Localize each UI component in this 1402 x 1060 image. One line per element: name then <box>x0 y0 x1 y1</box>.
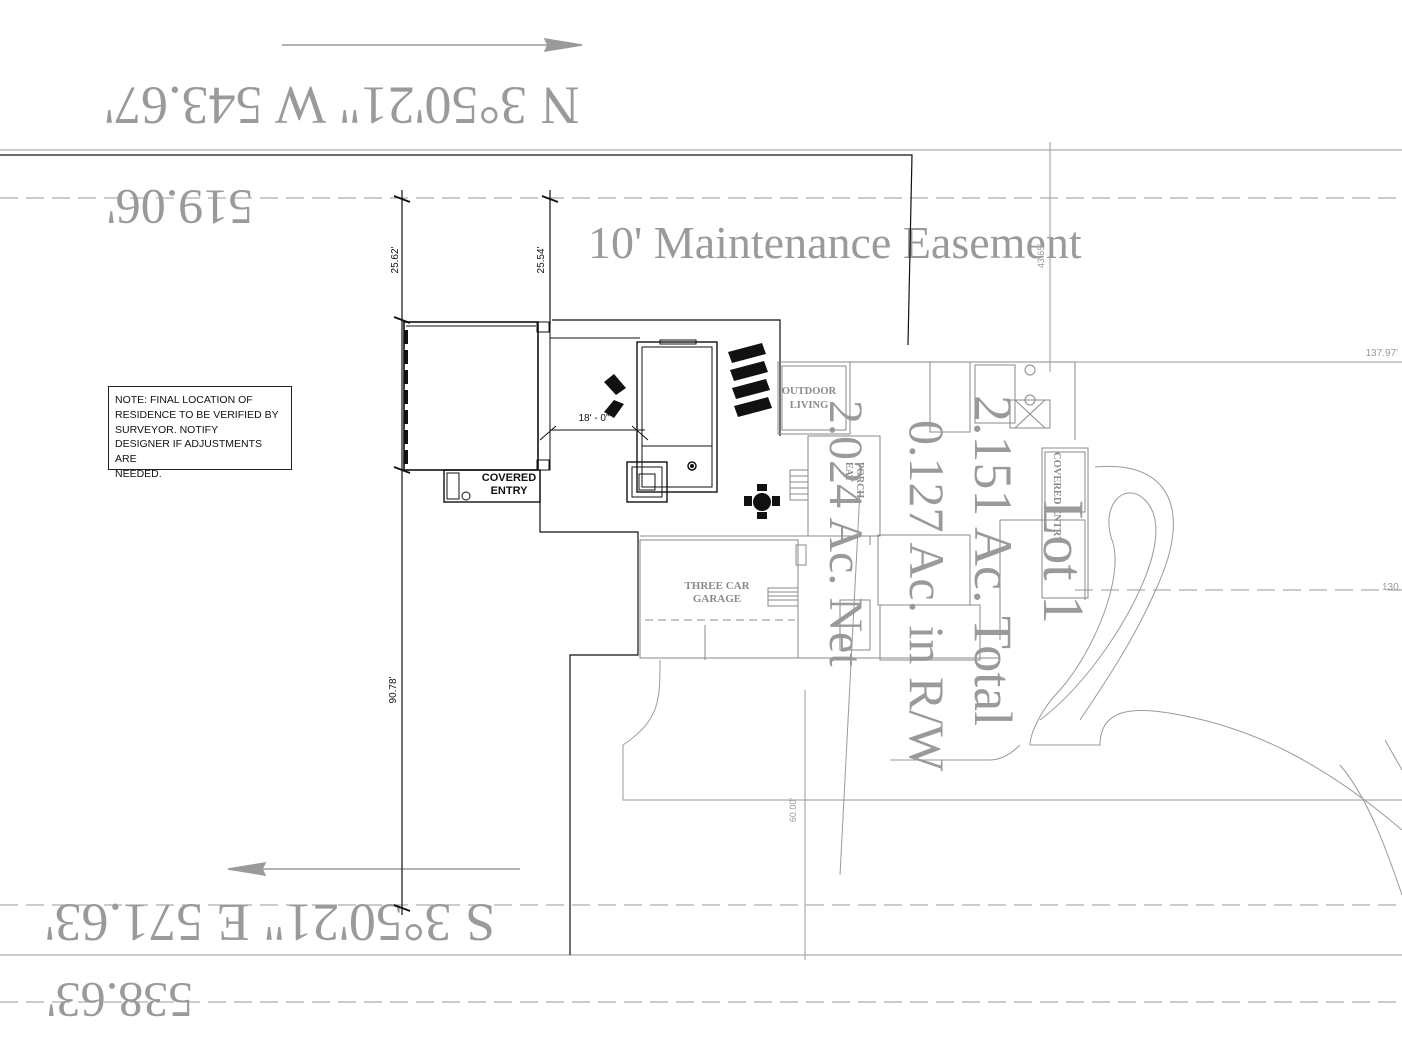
driveway <box>622 465 1402 896</box>
dim-top-right: 25.54' <box>536 246 547 273</box>
lot-total: 2.151 Ac. Total <box>963 395 1023 726</box>
bearing-north-secondary: 519.06' <box>107 180 254 236</box>
lot-total-label: 2.151 Ac. Total <box>963 395 1023 726</box>
dim-road-bottom-text: 60.00' <box>788 798 798 823</box>
bearing-north-secondary-text: 519.06' <box>107 180 254 236</box>
lot-rw-label: 0.127 Ac. in R/W <box>899 420 955 772</box>
bearing-north-text: N 3°50'21" W 543.67' <box>104 76 579 136</box>
covered-entry-left-line1: COVERED <box>482 472 536 484</box>
lot-name: Lot 1 <box>1031 500 1096 624</box>
lot-name-label: Lot 1 <box>1031 500 1096 624</box>
lot-net-label: 2.024 Ac. Net <box>819 400 872 667</box>
left-residence <box>403 321 649 503</box>
easement-label: 10' Maintenance Easement <box>588 217 1082 268</box>
site-outline <box>0 154 913 955</box>
surveyor-note: NOTE: FINAL LOCATION OF RESIDENCE TO BE … <box>108 386 292 480</box>
three-car-garage-line2: GARAGE <box>693 593 741 605</box>
dim-top-left-text: 25.62' <box>390 246 401 273</box>
covered-entry-left-line2: ENTRY <box>491 485 529 497</box>
eat-porch-line2: PORCH <box>854 462 865 498</box>
dim-top-left: 25.62' <box>390 246 401 273</box>
pool <box>626 339 718 503</box>
eat-porch-label: EAT PORCH <box>843 462 865 498</box>
outdoor-living-line1: OUTDOOR <box>782 386 837 397</box>
dim-road-bottom: 60.00' <box>788 798 798 823</box>
covered-entry-right-label: COVERED ENTRY <box>1051 452 1062 544</box>
covered-entry-right: COVERED ENTRY <box>1051 452 1062 544</box>
dim-right-edge-text: 43.65' <box>1036 244 1046 269</box>
patio-table <box>744 484 780 519</box>
bearing-south-secondary-text: 538.63' <box>47 973 194 1029</box>
pool-loungers <box>604 343 772 418</box>
dim-left-long: 90.78' <box>388 676 399 703</box>
dim-road-right-lower: 130. <box>1382 582 1401 593</box>
dim-road-right: 137.97' <box>1366 348 1399 359</box>
lot-net: 2.024 Ac. Net <box>819 400 872 667</box>
main-house <box>639 361 1089 661</box>
bearing-north: N 3°50'21" W 543.67' <box>104 76 579 136</box>
north-arrow <box>282 38 583 52</box>
bearing-south-text: S 3°50'21" E 571.63' <box>45 893 495 953</box>
eat-porch-line1: EAT <box>843 462 854 482</box>
boundary-lines <box>0 142 1402 1003</box>
outdoor-living-line2: LIVING <box>790 400 829 411</box>
dim-top-right-text: 25.54' <box>536 246 547 273</box>
dim-pool-offset: 18' - 0" <box>578 413 609 424</box>
dim-left-long-text: 90.78' <box>388 676 399 703</box>
three-car-garage-line1: THREE CAR <box>684 580 750 592</box>
lot-in-rw: 0.127 Ac. in R/W <box>899 420 955 772</box>
bearing-south-secondary: 538.63' <box>47 973 194 1029</box>
dim-right-edge: 43.65' <box>1036 244 1046 269</box>
south-arrow <box>227 862 520 876</box>
bearing-south: S 3°50'21" E 571.63' <box>45 893 495 953</box>
